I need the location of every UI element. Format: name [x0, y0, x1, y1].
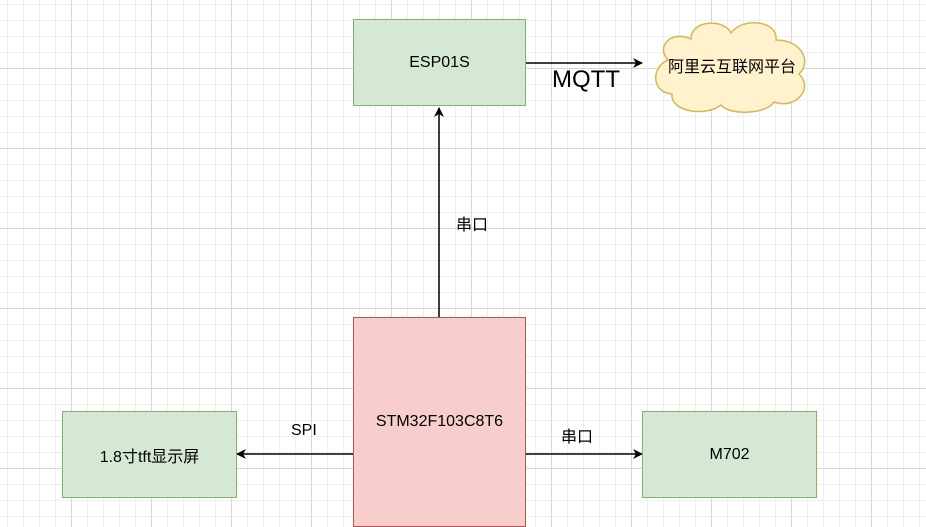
cloud-icon: [655, 22, 806, 113]
uart-up-edge-label: 串口: [456, 217, 489, 234]
display-label: 1.8寸tft显示屏: [99, 448, 200, 466]
mqtt-edge-label: MQTT: [552, 66, 620, 93]
uart-right-edge-label: 串口: [561, 429, 594, 446]
m702-node[interactable]: M702: [642, 411, 817, 498]
cloud-label: 阿里云互联网平台: [667, 59, 796, 76]
display-node[interactable]: 1.8寸tft显示屏: [62, 411, 237, 498]
esp01s-label: ESP01S: [409, 53, 470, 71]
stm32-label: STM32F103C8T6: [375, 413, 504, 430]
spi-edge-label: SPI: [291, 422, 317, 439]
cloud-node[interactable]: 阿里云互联网平台: [650, 14, 814, 116]
stm32-node[interactable]: STM32F103C8T6: [353, 317, 526, 527]
m702-label: M702: [709, 445, 750, 463]
esp01s-node[interactable]: ESP01S: [353, 19, 526, 106]
